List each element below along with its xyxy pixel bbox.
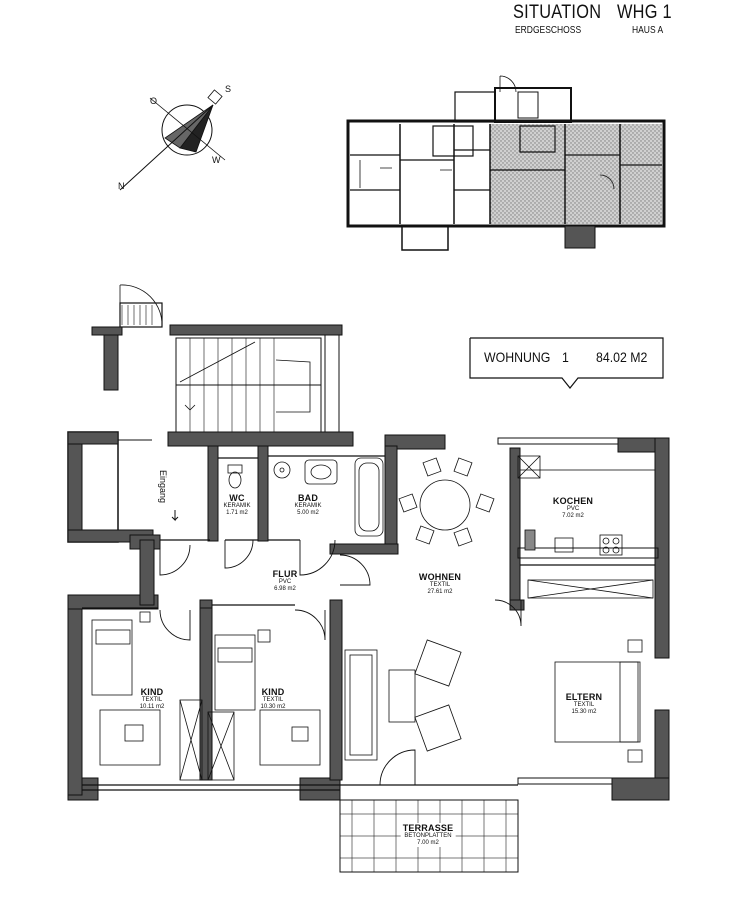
compass-rose — [119, 89, 226, 191]
unit-label: WHG 1 — [617, 2, 672, 23]
situation-title: SITUATION — [513, 2, 602, 23]
compass-west: W — [212, 155, 221, 165]
compass-north: N — [118, 181, 125, 191]
floor-label: ERDGESCHOSS — [515, 25, 582, 36]
entrance-label: Eingang — [158, 470, 168, 504]
fixtures — [91, 455, 656, 781]
situation-plan — [346, 75, 666, 251]
apartment-area-box: WOHNUNG 1 84.02 M2 — [470, 338, 663, 378]
apartment-label: WOHNUNG — [484, 349, 551, 365]
house-label: HAUS A — [632, 25, 664, 36]
apartment-area: 84.02 M2 — [596, 349, 648, 365]
compass-east: O — [150, 96, 158, 106]
compass-south: S — [225, 84, 232, 94]
apartment-number: 1 — [562, 349, 569, 365]
room-lines — [82, 455, 655, 791]
doors — [159, 539, 522, 786]
area-callout — [469, 337, 664, 389]
apartment-walls — [67, 431, 670, 801]
